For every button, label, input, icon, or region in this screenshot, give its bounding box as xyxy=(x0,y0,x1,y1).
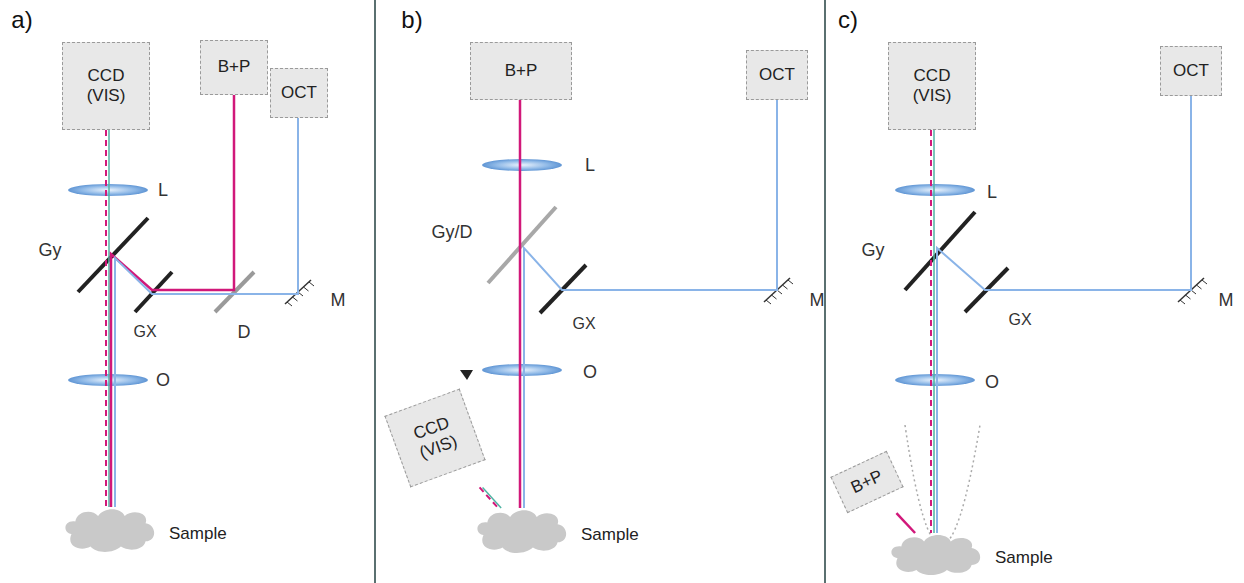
device-name: CCD (VIS) xyxy=(87,66,126,107)
lens xyxy=(68,184,148,196)
component-label: M xyxy=(810,290,825,311)
mirror-hatch xyxy=(788,280,793,284)
mirror-hatch xyxy=(304,287,309,291)
device-name: CCD (VIS) xyxy=(913,66,952,107)
mirror-hatch xyxy=(772,295,777,299)
beam-path xyxy=(106,130,109,507)
sample-cloud: Sample xyxy=(474,508,569,553)
cloud-shape xyxy=(888,533,983,575)
panel-label: b) xyxy=(401,6,422,34)
device-box: B+P xyxy=(470,42,572,100)
component-label: Gy xyxy=(38,240,61,261)
emission-beam xyxy=(930,130,932,533)
device-box: CCD (VIS) xyxy=(888,42,976,130)
device-box: OCT xyxy=(1160,46,1222,96)
beam-path xyxy=(111,95,234,507)
component-label: O xyxy=(156,370,170,391)
device-name: B+P xyxy=(505,61,538,81)
lens xyxy=(68,374,148,386)
oct-beam xyxy=(937,96,1191,533)
component-label: O xyxy=(985,372,999,393)
lens xyxy=(895,374,975,386)
component-label: GX xyxy=(133,323,156,341)
mirror-hatch xyxy=(309,282,314,286)
component-label: O xyxy=(583,362,597,383)
device-box: OCT xyxy=(746,50,808,100)
beam-path xyxy=(520,100,521,508)
sample-label: Sample xyxy=(995,548,1053,568)
component-label: M xyxy=(331,290,346,311)
sample-cloud: Sample xyxy=(888,533,983,575)
device-name: CCD (VIS) xyxy=(410,412,460,464)
sample-label: Sample xyxy=(169,524,227,544)
cloud-shape xyxy=(474,508,569,553)
cloud-shape xyxy=(62,507,157,552)
camera-marker xyxy=(460,370,473,380)
beam-path xyxy=(896,513,915,533)
emission-beam xyxy=(105,130,107,507)
device-name: OCT xyxy=(281,83,317,103)
mirror-hatch xyxy=(766,300,771,304)
excitation-beam xyxy=(519,100,522,508)
device-box: CCD (VIS) xyxy=(62,42,150,130)
excitation-beam xyxy=(896,513,915,533)
panel-label: c) xyxy=(838,6,858,34)
component-label: GX xyxy=(572,315,595,333)
component-label: L xyxy=(158,180,168,201)
panel-divider xyxy=(374,0,376,583)
emission-beam xyxy=(480,487,499,508)
visible-beam xyxy=(483,487,502,508)
beam-path xyxy=(115,118,298,507)
excitation-beam xyxy=(111,95,234,507)
mirror-hatch xyxy=(287,302,292,306)
component-label: Gy xyxy=(861,240,884,261)
sample-cloud: Sample xyxy=(62,507,157,552)
mirror-hatch xyxy=(1202,280,1207,284)
device-box: B+P xyxy=(830,451,903,513)
beam-path xyxy=(937,96,1191,533)
mirror-hatch xyxy=(783,285,788,289)
device-name: OCT xyxy=(1173,61,1209,81)
device-box: OCT xyxy=(270,68,328,118)
panel-label: a) xyxy=(11,6,32,34)
oct-beam xyxy=(524,100,777,508)
component-label: L xyxy=(585,155,595,176)
component-label: D xyxy=(238,322,251,343)
lens xyxy=(895,184,975,196)
sample-label: Sample xyxy=(581,525,639,545)
mirror-hatch xyxy=(293,297,298,301)
visible-beam xyxy=(933,130,935,533)
mirror-hatch xyxy=(1186,295,1191,299)
lens xyxy=(482,159,562,171)
component-label: L xyxy=(987,182,997,203)
device-box: B+P xyxy=(200,40,268,95)
device-name: B+P xyxy=(848,466,886,498)
component-label: M xyxy=(1219,290,1234,311)
beam-path xyxy=(931,130,934,533)
device-name: B+P xyxy=(218,57,251,77)
mirror-hatch xyxy=(1180,300,1185,304)
component-label: Gy/D xyxy=(431,222,472,243)
illumination-cone xyxy=(905,425,980,545)
beam-path xyxy=(480,487,502,508)
visible-beam xyxy=(108,130,110,507)
component-label: GX xyxy=(1008,311,1031,329)
beam-path xyxy=(524,100,777,508)
oct-beam xyxy=(115,118,298,507)
galvo-mirror xyxy=(135,272,172,312)
device-box: CCD (VIS) xyxy=(384,389,485,488)
lens xyxy=(482,364,562,376)
device-name: OCT xyxy=(759,65,795,85)
mirror-hatch xyxy=(1197,285,1202,289)
